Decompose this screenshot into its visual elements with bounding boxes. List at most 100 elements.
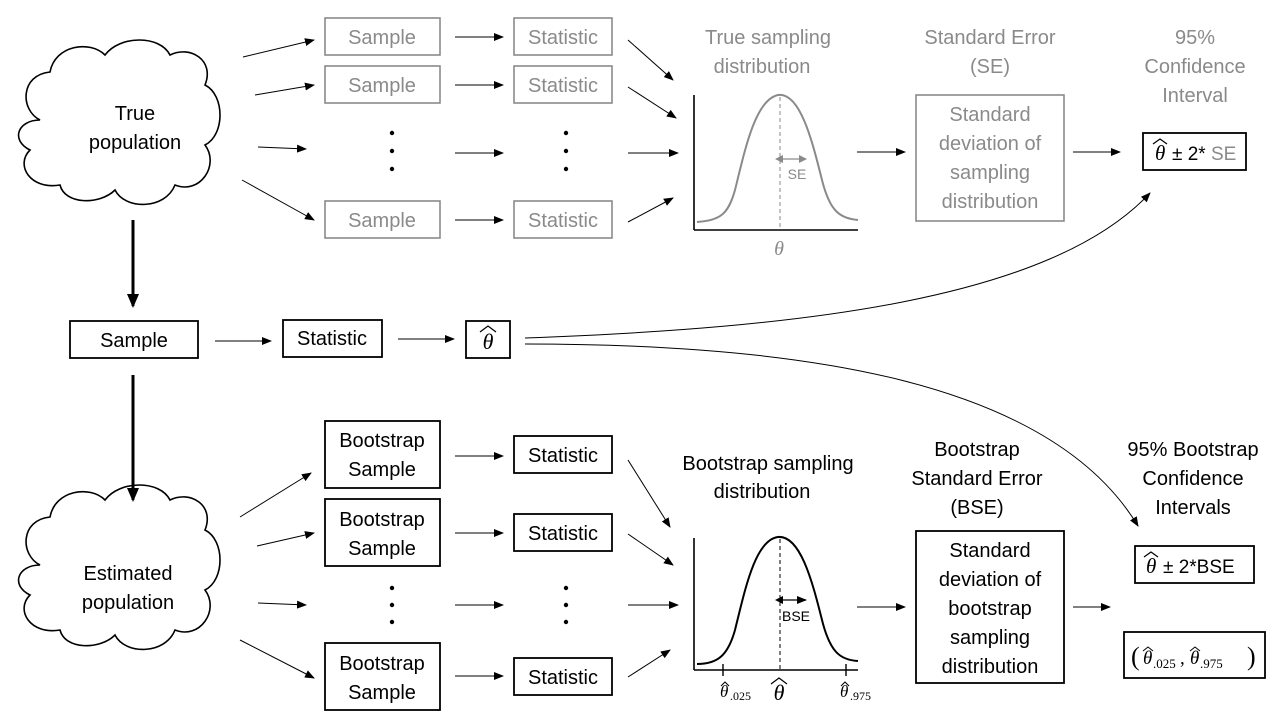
boot-dist-title-2: distribution [714,481,811,503]
pct-comma: , [1180,648,1185,669]
boot-sample-dots [389,585,395,625]
q-high-sub: .975 [850,689,871,703]
boot-ci-theta-hat: θ [1146,554,1156,578]
bottom-statistic-2-label: Statistic [528,523,598,545]
se-box-line4: distribution [942,191,1039,213]
boot-sample-3-line2: Sample [348,682,416,704]
pct-high-hat [1189,646,1201,652]
q-low-hat [720,681,730,687]
se-box-line3: sampling [950,162,1030,184]
ci-theta-hat: θ [1155,141,1165,165]
estimated-population-line2: population [82,592,174,614]
ci-se-ref: SE [1211,144,1236,165]
middle-theta-hat-box: θ [465,320,511,359]
true-population-line2: population [89,132,181,154]
se-box-line2: deviation of [939,133,1042,155]
middle-theta-hat: θ [483,329,494,354]
se-header-2: (SE) [970,56,1010,78]
pct-close-paren: ) [1247,642,1256,671]
q-low-theta: θ [720,682,728,701]
top-sample-3-label: Sample [348,210,416,232]
boot-ci-header-1: 95% Bootstrap [1127,439,1258,461]
curve-theta-to-ci [524,192,1151,339]
ci-header-1: 95% [1175,27,1215,49]
top-cloud-arrows [241,38,315,221]
top-sample-2-label: Sample [348,75,416,97]
ci-op: ± 2* [1172,144,1206,165]
boot-sample-1-line2: Sample [348,459,416,481]
ci-header-2: Confidence [1144,56,1245,78]
pct-low-theta: θ [1143,648,1152,669]
top-stat-dist-arrows [627,39,679,223]
top-statistic-dots [563,130,569,172]
true-dist-title-1: True sampling [705,27,831,49]
boot-ci-header-3: Intervals [1155,497,1231,519]
bse-box-line1: Standard [949,540,1030,562]
se-box-line1: Standard [949,104,1030,126]
top-sample-stat-arrows [455,33,504,224]
top-statistic-2-label: Statistic [528,75,598,97]
top-sample-3: Sample [324,200,441,239]
bottom-stat-dist-arrows [627,459,679,678]
boot-sample-3: Bootstrap Sample [324,642,441,711]
top-sample-1: Sample [324,17,441,56]
true-population-cloud: True population [17,39,221,206]
top-sample-2: Sample [324,65,441,104]
boot-sample-1: Bootstrap Sample [324,420,441,489]
se-label: SE [788,166,807,182]
estimated-population-line1: Estimated [84,563,173,585]
middle-hat-mark [479,325,497,333]
middle-sample-label: Sample [100,330,168,352]
middle-sample: Sample [69,320,199,359]
boot-sample-2: Bootstrap Sample [324,498,441,567]
boot-ci-hat-mark [1143,551,1159,558]
boot-theta-hat: θ [774,680,785,705]
top-sample-1-label: Sample [348,27,416,49]
boot-ci-header-2: Confidence [1142,468,1243,490]
boot-theta-hat-mark [770,677,788,685]
bottom-statistic-3-label: Statistic [528,667,598,689]
boot-sample-2-line2: Sample [348,538,416,560]
top-statistic-3-label: Statistic [528,210,598,232]
boot-sample-1-line1: Bootstrap [339,430,425,452]
curve-theta-to-boot-ci [524,343,1139,527]
pct-high-theta: θ [1190,648,1199,669]
true-dist-plot: SE θ [693,93,859,260]
percentile-interval-box: ( θ .025 , θ .975 ) [1123,631,1266,679]
bse-header-2: Standard Error [911,468,1043,490]
top-statistic-1-label: Statistic [528,27,598,49]
bse-header-1: Bootstrap [934,439,1020,461]
bottom-cloud-arrows [239,472,315,679]
pct-high-sub: .975 [1200,656,1223,671]
boot-dist-plot: BSE θ .025 θ θ .975 [693,535,871,705]
q-high-hat [840,681,850,687]
top-statistic-1: Statistic [513,17,613,56]
bottom-statistic-1: Statistic [513,435,613,474]
se-header-1: Standard Error [924,27,1056,49]
q-low-sub: .025 [730,689,751,703]
theta-label: θ [774,238,784,260]
middle-statistic: Statistic [282,319,383,358]
bse-box-line5: distribution [942,656,1039,678]
bottom-statistic-3: Statistic [513,657,613,696]
ci-hat-mark [1152,138,1168,145]
ci-header-3: Interval [1162,85,1228,107]
bse-box-line3: bootstrap [948,598,1031,620]
middle-statistic-label: Statistic [297,328,367,350]
bse-box: Standard deviation of bootstrap sampling… [915,530,1065,684]
boot-sample-2-line1: Bootstrap [339,509,425,531]
bottom-statistic-1-label: Statistic [528,445,598,467]
q-high-theta: θ [840,682,848,701]
estimated-population-cloud: Estimated population [17,484,221,651]
true-population-line1: True [115,103,155,125]
pct-low-hat [1142,646,1154,652]
bse-label: BSE [782,608,810,624]
pct-low-sub: .025 [1153,656,1176,671]
bse-header-3: (BSE) [950,497,1003,519]
top-sample-dots [389,130,395,172]
ci-formula-box: θ ± 2* SE [1142,132,1247,171]
pct-open-paren: ( [1131,642,1140,671]
top-statistic-3: Statistic [513,200,613,239]
boot-sample-3-line1: Bootstrap [339,653,425,675]
